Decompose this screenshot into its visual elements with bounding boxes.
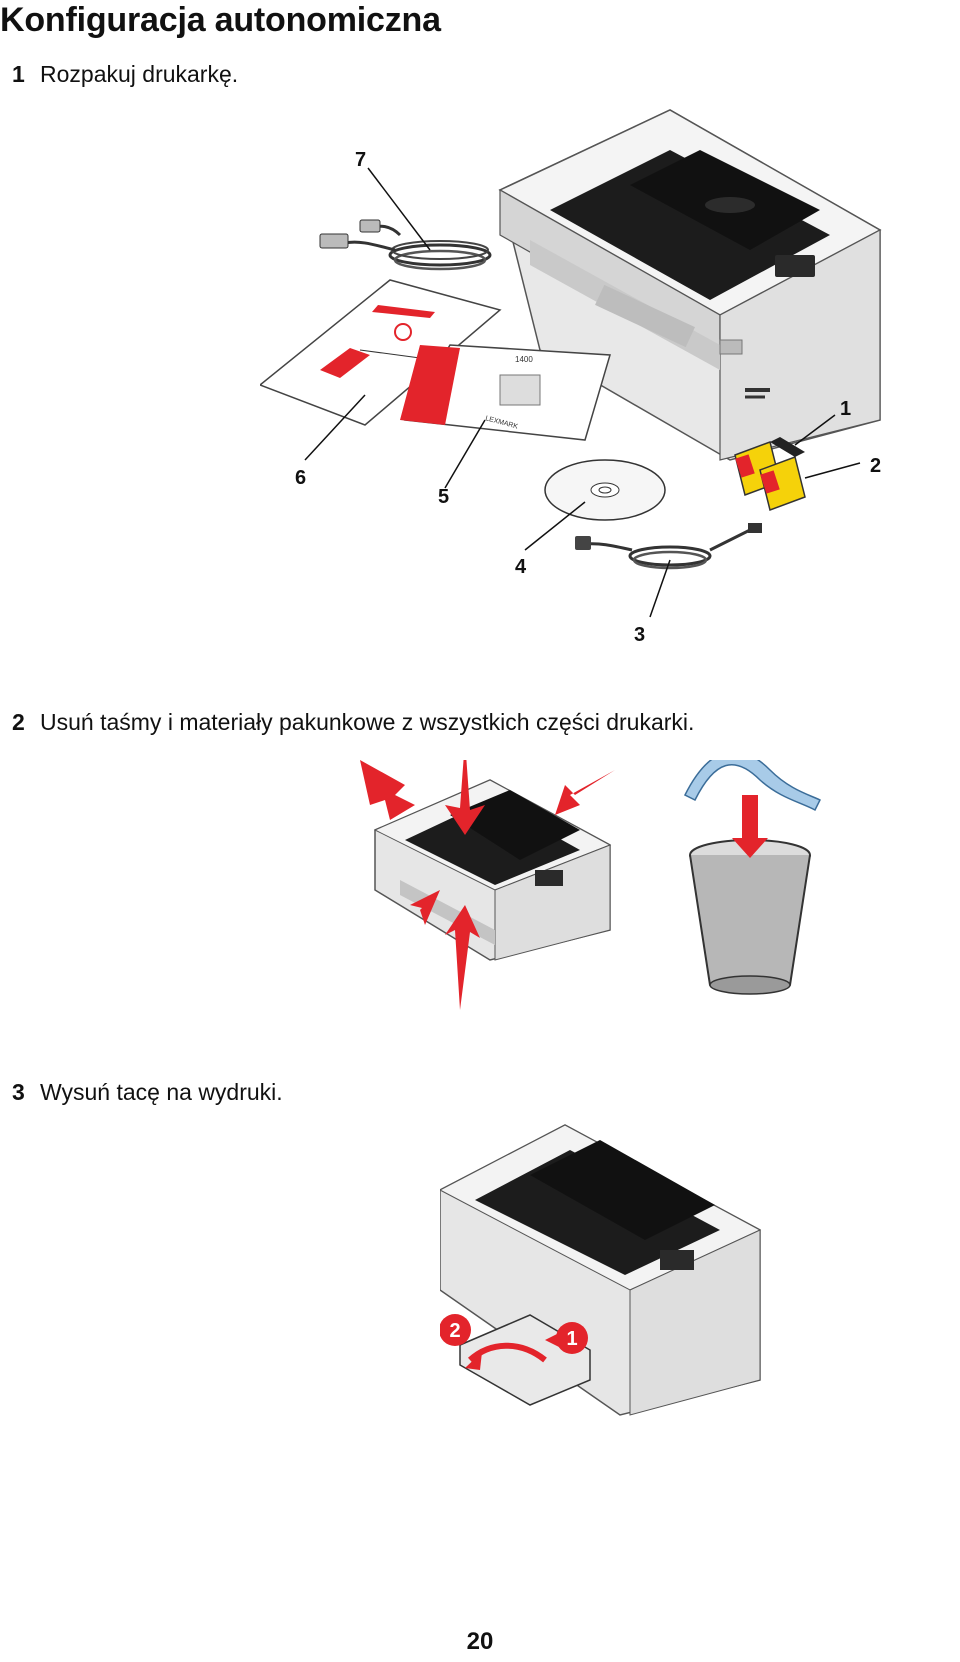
- setup-booklet-illustration: 1400 LEXMARK: [400, 344, 611, 441]
- callout-6: 6: [295, 467, 306, 489]
- step-marker-1: [556, 1322, 588, 1354]
- page-number: 20: [466, 1628, 494, 1655]
- callout-7: 7: [355, 149, 366, 171]
- unpacked-printer-contents-illustration: 1400 LEXMARK 1 2 3 4 5 6 7: [260, 109, 882, 646]
- step-number: 1: [12, 61, 25, 87]
- down-arrow-icon: [732, 795, 768, 858]
- callout-4: 4: [515, 556, 527, 578]
- step-marker-2: [440, 1314, 471, 1346]
- software-cd-illustration: [544, 459, 666, 521]
- page-title: Konfiguracja autonomiczna: [0, 1, 441, 39]
- tape-strip-illustration: [683, 760, 822, 812]
- callout-5: 5: [438, 486, 449, 508]
- callout-leader-lines: [304, 167, 861, 618]
- step-number: 3: [12, 1079, 25, 1105]
- step-text: Usuń taśmy i materiały pakunkowe z wszys…: [40, 709, 695, 735]
- step-1: 1 Rozpakuj drukarkę.: [12, 60, 238, 88]
- printer-illustration: [440, 1124, 762, 1416]
- step-text: Rozpakuj drukarkę.: [40, 61, 239, 87]
- booklet-model: 1400: [515, 355, 533, 364]
- step-text: Wysuń tacę na wydruki.: [40, 1079, 283, 1105]
- power-cord-illustration: [575, 523, 762, 570]
- callout-1: 1: [840, 398, 851, 420]
- usb-cable-illustration: [319, 219, 492, 271]
- step-3: 3 Wysuń tacę na wydruki.: [12, 1078, 283, 1106]
- callout-3: 3: [634, 624, 645, 646]
- remove-packing-illustration: [360, 760, 822, 1010]
- callout-2: 2: [870, 455, 881, 477]
- setup-sheet-illustration: [260, 279, 502, 426]
- callout-2: 2: [449, 1320, 460, 1342]
- callout-1: 1: [566, 1328, 577, 1350]
- ink-cartridges-illustration: [734, 437, 806, 511]
- extend-output-tray-illustration: 2 1: [440, 1124, 762, 1416]
- step-number: 2: [12, 709, 25, 735]
- waste-bin-illustration: [689, 839, 811, 995]
- step-2: 2 Usuń taśmy i materiały pakunkowe z wszy…: [12, 708, 694, 736]
- packing-arrows: [360, 760, 615, 1010]
